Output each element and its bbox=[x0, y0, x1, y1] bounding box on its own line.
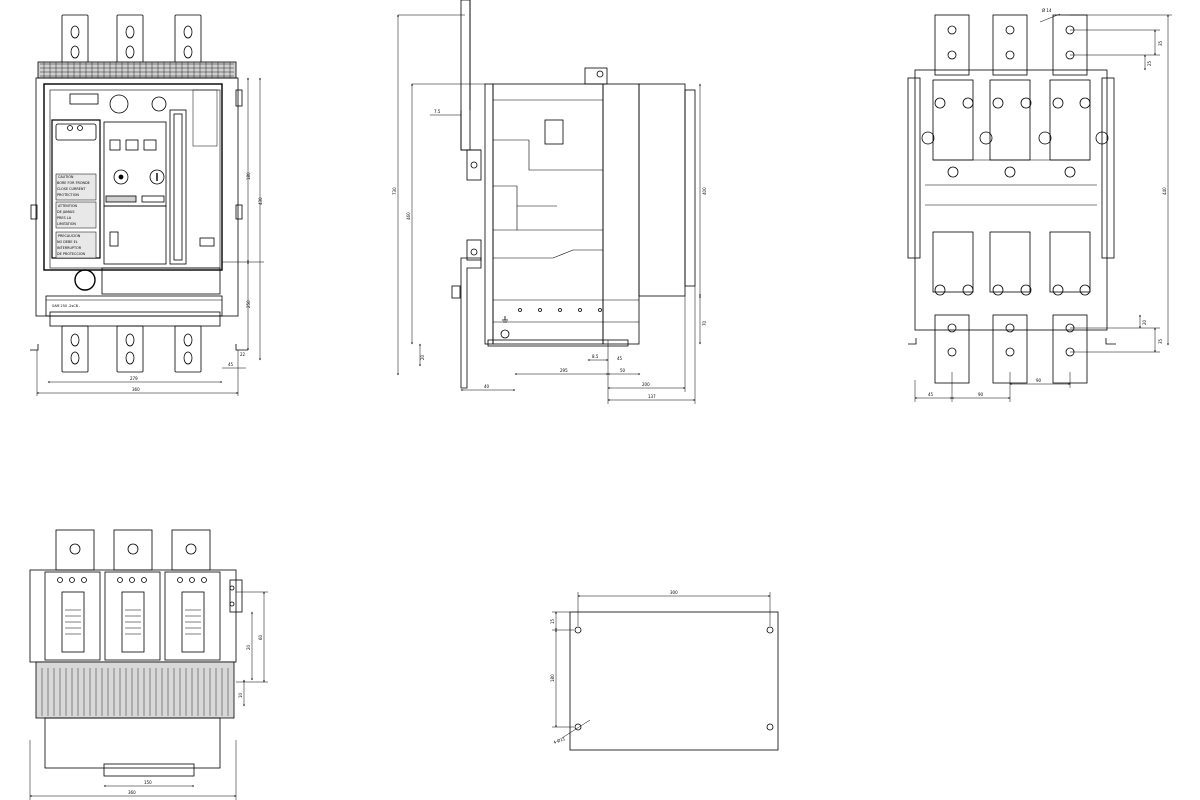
mounting-hole-icon bbox=[574, 626, 582, 634]
side-view bbox=[397, 0, 701, 404]
dim-side-width-c: 137 bbox=[648, 394, 656, 399]
top-control-strip bbox=[35, 661, 235, 719]
rear-dim-labels: 440 35 25 35 20 45 90 90 Ø 14 bbox=[928, 8, 1167, 397]
dim-rear-bottom-a: 20 bbox=[1142, 319, 1147, 325]
side-dim-labels: 730 460 400 70 20 7.5 40 295 50 200 137 … bbox=[392, 109, 707, 399]
charging-knob-icon bbox=[74, 269, 96, 291]
off-button-icon bbox=[149, 169, 165, 185]
dim-rear-diameter: Ø 14 bbox=[1042, 8, 1052, 13]
plate-outline bbox=[569, 611, 779, 751]
dim-front-inner-width: 279 bbox=[130, 376, 138, 381]
caution-line-2: CLOSE CURRENT bbox=[57, 187, 86, 191]
precaution-line-3: DE PROTECCION bbox=[57, 252, 86, 256]
dim-front-upper-height: 180 bbox=[246, 172, 251, 180]
dim-plate-width: 300 bbox=[670, 590, 678, 595]
front-dimensions bbox=[36, 77, 264, 396]
dim-side-width-d: 200 bbox=[642, 382, 650, 387]
dim-side-top: 7.5 bbox=[434, 109, 441, 114]
top-dim-labels: 360 150 60 20 10 bbox=[128, 634, 263, 795]
dim-side-width-f: 45 bbox=[617, 356, 623, 361]
earth-terminal-icon bbox=[500, 329, 510, 339]
dim-rear-overall-height: 440 bbox=[1162, 187, 1167, 195]
dim-front-right-offset: 45 bbox=[228, 362, 234, 367]
dim-rear-pitch-1: 45 bbox=[928, 392, 934, 397]
dim-rear-pitch-2: 90 bbox=[978, 392, 984, 397]
dim-side-slot: 8.5 bbox=[592, 354, 599, 359]
precaution-line-2: INTERRUPTOR bbox=[57, 246, 82, 250]
rear-view bbox=[907, 13, 1172, 402]
on-button-icon bbox=[113, 169, 129, 185]
dim-side-bottom-height: 70 bbox=[702, 320, 707, 326]
precaution-label: PRECAUCION bbox=[58, 234, 81, 238]
dim-plate-hole: 4-Ø11 bbox=[553, 736, 567, 745]
dim-front-side-small: 22 bbox=[240, 352, 246, 357]
dim-side-overall-height: 730 bbox=[392, 187, 397, 195]
caution-line-3: PROTECTION bbox=[57, 193, 79, 197]
attention-label: ATTENTION bbox=[58, 204, 78, 208]
dim-plate-height: 180 bbox=[550, 674, 555, 682]
dim-top-height-c: 10 bbox=[238, 692, 243, 698]
dim-top-inner-width: 150 bbox=[144, 780, 152, 785]
dim-top-height-a: 60 bbox=[258, 634, 263, 640]
rear-dimensions bbox=[914, 13, 1172, 402]
front-view bbox=[30, 14, 264, 396]
dim-rear-top-a: 25 bbox=[1147, 60, 1152, 66]
nameplate-text: SAM 250 -2sCB - bbox=[52, 304, 81, 308]
control-terminal-strip bbox=[37, 61, 237, 79]
dim-side-height-b: 400 bbox=[702, 187, 707, 195]
caution-line-1: BORE FOR FRONDE bbox=[57, 181, 90, 185]
top-dimensions bbox=[29, 591, 268, 800]
attention-line-1: DE JAMAIS bbox=[57, 210, 75, 214]
dim-plate-offset-top: 15 bbox=[550, 618, 555, 624]
dim-front-overall-width: 360 bbox=[132, 387, 140, 392]
dim-side-width-a: 40 bbox=[484, 384, 490, 389]
precaution-line-1: NO DEBE EL bbox=[57, 240, 78, 244]
top-view bbox=[29, 529, 268, 800]
rear-bottom-busbars bbox=[934, 314, 1088, 384]
attention-line-2: PRES LA bbox=[57, 216, 72, 220]
dim-front-overall-height: 430 bbox=[258, 197, 263, 205]
dim-side-width-e: 50 bbox=[620, 368, 626, 373]
mounting-plate bbox=[552, 592, 779, 751]
front-dim-labels: 360 279 45 430 180 250 22 CAUTION BORE F… bbox=[52, 172, 263, 392]
bottom-terminals bbox=[61, 325, 202, 373]
dim-front-lower-height: 250 bbox=[246, 300, 251, 308]
dim-rear-top-pitch: 35 bbox=[1158, 40, 1163, 46]
plate-dim-labels: 300 180 15 4-Ø11 bbox=[550, 590, 678, 745]
rear-top-busbars bbox=[934, 14, 1088, 76]
side-dimensions bbox=[397, 14, 701, 404]
dim-rear-pitch-3: 90 bbox=[1036, 378, 1042, 383]
caution-label: CAUTION bbox=[58, 175, 74, 179]
dim-side-height-a: 460 bbox=[406, 212, 411, 220]
top-terminals bbox=[61, 14, 202, 64]
dim-rear-bottom-pitch: 35 bbox=[1158, 338, 1163, 344]
dim-side-base: 20 bbox=[420, 354, 425, 360]
dim-side-width-b: 295 bbox=[560, 368, 568, 373]
dim-top-height-b: 20 bbox=[246, 644, 251, 650]
dim-top-overall-width: 360 bbox=[128, 790, 136, 795]
attention-line-3: LIMITATION bbox=[57, 222, 76, 226]
